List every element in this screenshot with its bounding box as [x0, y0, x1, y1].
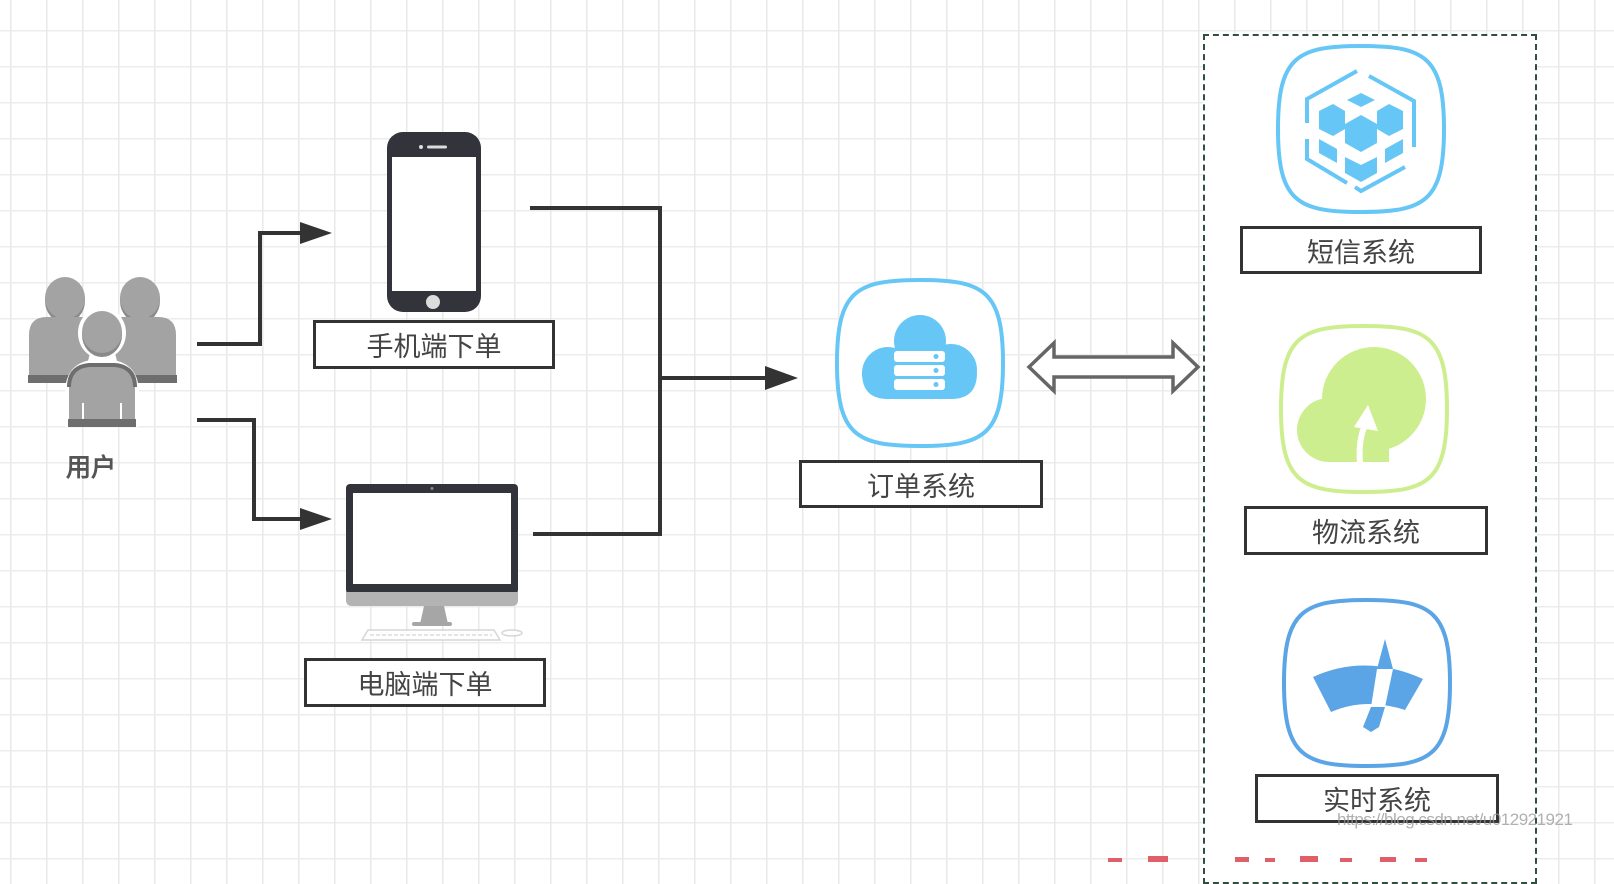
cube-cluster-icon[interactable] [1275, 43, 1447, 215]
realtime-system-label: 实时系统 [1255, 774, 1499, 823]
cloud-server-icon[interactable] [834, 277, 1006, 449]
order-system-label: 订单系统 [799, 460, 1043, 508]
edge-user-to-desktop [197, 418, 318, 521]
watermark-text: https://blog.csdn.net/u012921921 [1337, 810, 1573, 829]
desktop-order-label: 电脑端下单 [304, 658, 546, 707]
arrowhead-order [765, 366, 798, 390]
arrowhead-desktop [300, 508, 332, 530]
logistics-system-label: 物流系统 [1244, 506, 1488, 555]
arrowhead-mobile [300, 222, 332, 244]
smartphone-icon[interactable] [386, 132, 482, 312]
users-group-icon [28, 277, 177, 427]
edge-user-to-mobile [197, 231, 318, 346]
connectors-layer [197, 206, 1201, 536]
bidirectional-arrow [1026, 338, 1201, 396]
sms-system-label: 短信系统 [1240, 226, 1482, 274]
mobile-order-label: 手机端下单 [313, 320, 555, 369]
cropped-red-text [1108, 856, 1427, 862]
desktop-computer-icon[interactable] [344, 482, 530, 644]
edge-mobile-to-order [530, 206, 662, 536]
cloud-upload-icon[interactable] [1278, 323, 1450, 495]
gauge-icon[interactable] [1281, 597, 1453, 769]
user-label: 用户 [66, 453, 117, 482]
